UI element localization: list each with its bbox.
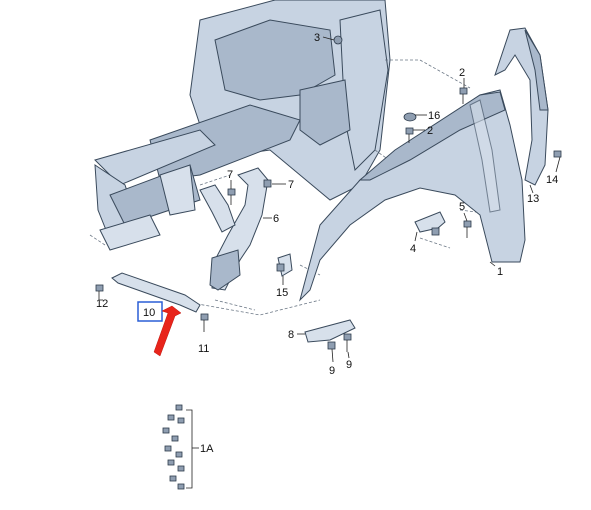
callout-7-right: 7 [288, 179, 294, 191]
bolt-5-icon [463, 220, 472, 228]
callout-3: 3 [314, 32, 320, 44]
body-structure [94, 0, 391, 251]
callout-11: 11 [198, 343, 209, 355]
callout-2-mid: 2 [427, 125, 433, 137]
callout-leaders [100, 36, 561, 363]
nut-4-icon [431, 227, 440, 236]
part-10-highlight-box [137, 301, 163, 322]
callout-1: 1 [497, 266, 503, 278]
callout-4: 4 [410, 243, 416, 255]
bolt-12-icon [95, 284, 104, 292]
callout-5: 5 [459, 201, 465, 213]
callout-9-left: 9 [329, 365, 335, 377]
strut-bar-part-10 [111, 272, 201, 313]
bolt-2-top-icon [459, 87, 468, 95]
fasteners [95, 35, 562, 352]
callout-2-top: 2 [459, 67, 465, 79]
fender-part-1 [299, 89, 526, 302]
callout-12: 12 [96, 298, 108, 310]
callout-6: 6 [273, 213, 279, 225]
fastener-kit-1a [162, 404, 199, 490]
bolt-9-right-icon [343, 333, 352, 341]
callout-13: 13 [527, 193, 539, 205]
bracket-part-6 [199, 167, 269, 291]
nut-7-right-icon [263, 179, 272, 188]
bolt-11-icon [200, 313, 209, 321]
fender-liner-part-13 [494, 27, 549, 186]
nut-9-left-icon [327, 341, 336, 350]
clip-14-icon [553, 150, 562, 158]
bolt-7-left-icon [227, 188, 236, 196]
callout-9-right: 9 [346, 359, 352, 371]
clip-3-icon [333, 35, 343, 45]
callout-14: 14 [546, 174, 558, 186]
grommet-16-icon [403, 112, 417, 122]
callout-8: 8 [288, 329, 294, 341]
red-pointer-arrow-icon [153, 305, 182, 357]
callout-10: 10 [143, 307, 155, 319]
callout-labels: 1 1A 2 2 3 4 5 6 7 7 8 9 9 10 11 12 13 1… [96, 32, 558, 455]
callout-15: 15 [276, 287, 288, 299]
callout-1a: 1A [200, 443, 214, 455]
small-brackets [277, 211, 446, 343]
nut-15-icon [276, 263, 285, 272]
bolt-2-mid-icon [405, 127, 414, 135]
callout-16: 16 [428, 110, 440, 122]
callout-7-left: 7 [227, 169, 233, 181]
